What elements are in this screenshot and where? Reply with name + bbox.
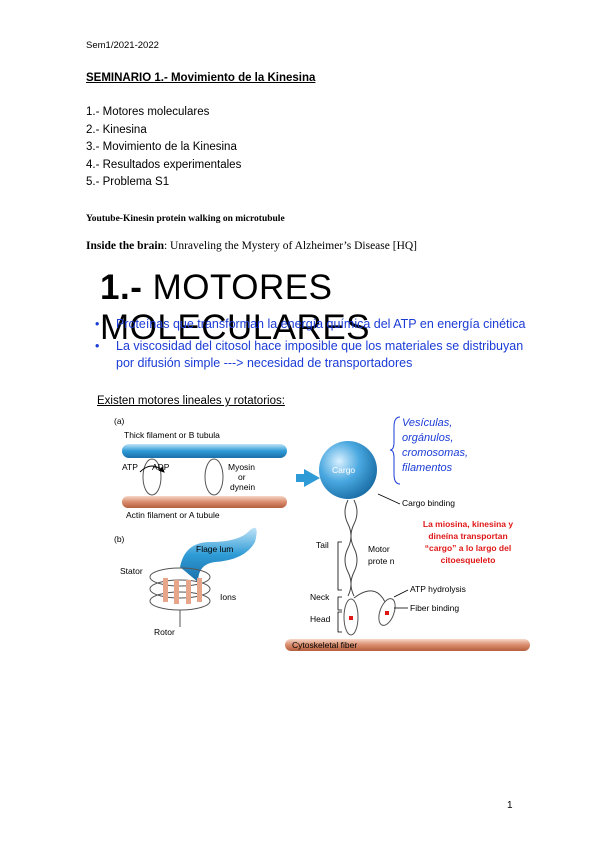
- bracket-icon: [337, 596, 342, 611]
- stator-label: Stator: [120, 566, 143, 576]
- motor-label: Motor: [368, 544, 390, 554]
- flagellum: [180, 527, 257, 582]
- adp-label: ADP: [152, 462, 170, 472]
- section-heading: 1.- MOTORES MOLECULARES: [100, 268, 599, 348]
- actin-filament: [122, 496, 287, 508]
- atp-arrow: [139, 465, 165, 473]
- bracket-icon: [337, 541, 342, 591]
- note-line: “cargo” a lo largo del: [424, 543, 512, 553]
- ion-channel: [186, 580, 191, 604]
- toc-item: 4.- Resultados experimentales: [86, 158, 242, 171]
- kinesin-neck: [353, 590, 386, 603]
- cargo-arrow-icon: [296, 469, 320, 487]
- toc-item: 1.- Motores moleculares: [86, 106, 210, 118]
- note-line: filamentos: [402, 462, 453, 474]
- flagellum-label: Flage lum: [196, 544, 234, 554]
- or-label: or: [238, 472, 246, 482]
- bracket-icon: [337, 611, 342, 633]
- toc-item: 3.- Movimiento de la Kinesina: [86, 141, 237, 153]
- atp-label: ATP: [122, 462, 138, 472]
- bracket-icon: [389, 416, 401, 485]
- stator-ring: [149, 579, 211, 599]
- panel-label-b: (b): [114, 534, 125, 544]
- molecular-motors-figure: (a) Thick filament or B tubula ATP ADP M…: [110, 412, 530, 667]
- note-line: citoesqueleto: [440, 555, 496, 565]
- video-reference-rest: : Unraveling the Mystery of Alzheimer’s …: [163, 240, 418, 252]
- bullet-dot: •: [95, 317, 100, 331]
- head-label: Head: [310, 614, 331, 624]
- page-number: 1: [507, 800, 513, 811]
- atp-site: [349, 616, 353, 620]
- note-line: orgánulos,: [402, 432, 454, 444]
- toc-item: 5.- Problema S1: [86, 176, 170, 188]
- note-line: Vesículas,: [402, 417, 453, 429]
- transport-note: La miosina, kinesina y dineína transport…: [406, 518, 530, 566]
- cargo-sphere: [319, 441, 377, 499]
- figure-heading: Existen motores lineales y rotatorios:: [97, 395, 285, 407]
- kinesin-tail: [350, 499, 358, 597]
- protein-label: prote n: [368, 556, 395, 566]
- thick-filament: [122, 444, 287, 458]
- atp-hydrolysis-label: ATP hydrolysis: [410, 584, 466, 594]
- atp-site: [385, 611, 389, 615]
- note-line: La miosina, kinesina y: [422, 519, 514, 529]
- actin-label: Actin filament or A tubule: [126, 510, 220, 520]
- semester-header: Sem1/2021-2022: [86, 40, 159, 51]
- cytoskeletal-fiber-label: Cytoskeletal fiber: [292, 640, 358, 650]
- cargo-binding-label: Cargo binding: [402, 498, 455, 508]
- panel-label-a: (a): [114, 416, 125, 426]
- section-number: 1.-: [100, 268, 143, 307]
- bullet-text-continued: por difusión simple ---> necesidad de tr…: [116, 356, 413, 370]
- video-reference-bold: Inside the brain: [86, 240, 164, 252]
- dynein-label: dynein: [230, 482, 256, 492]
- cargo-types-note: Vesículas, orgánulos, cromosomas, filame…: [402, 416, 468, 476]
- bullet-dot: •: [95, 339, 100, 353]
- rotor-label: Rotor: [154, 627, 175, 637]
- leader-line: [377, 493, 401, 505]
- stator-ring: [149, 567, 211, 587]
- table-of-contents: 1.- Motores moleculares 2.- Kinesina 3.-…: [86, 104, 241, 192]
- thick-filament-label: Thick filament or B tubula: [124, 430, 220, 440]
- video-reference: Inside the brain: Unraveling the Mystery…: [86, 240, 417, 252]
- myosin-label: Myosin: [228, 462, 255, 472]
- note-line: dineína transportan: [428, 531, 508, 541]
- ion-channel: [174, 580, 179, 604]
- bullet-text: Proteínas que transforman la energía quí…: [116, 317, 526, 331]
- neck-label: Neck: [310, 592, 330, 602]
- toc-item: 2.- Kinesina: [86, 123, 147, 136]
- kinesin-tail: [344, 499, 352, 597]
- seminar-title: SEMINARIO 1.- Movimiento de la Kinesina: [86, 72, 316, 84]
- ion-channel: [197, 578, 202, 602]
- motor-head: [204, 458, 224, 496]
- cargo-label: Cargo: [332, 465, 356, 475]
- section-title: MOTORES MOLECULARES: [100, 268, 371, 347]
- motor-head: [142, 458, 162, 496]
- ions-label: Ions: [220, 592, 237, 602]
- bullet-text: La viscosidad del citosol hace imposible…: [116, 339, 524, 353]
- tail-label: Tail: [316, 540, 329, 550]
- figure-drawing: [122, 416, 530, 651]
- cytoskeletal-fiber: [285, 639, 530, 651]
- ion-channel: [163, 578, 168, 602]
- fiber-binding-label: Fiber binding: [410, 603, 460, 613]
- note-line: cromosomas,: [402, 447, 469, 459]
- youtube-reference: Youtube-Kinesin protein walking on micro…: [86, 214, 285, 224]
- leader-line: [393, 589, 409, 598]
